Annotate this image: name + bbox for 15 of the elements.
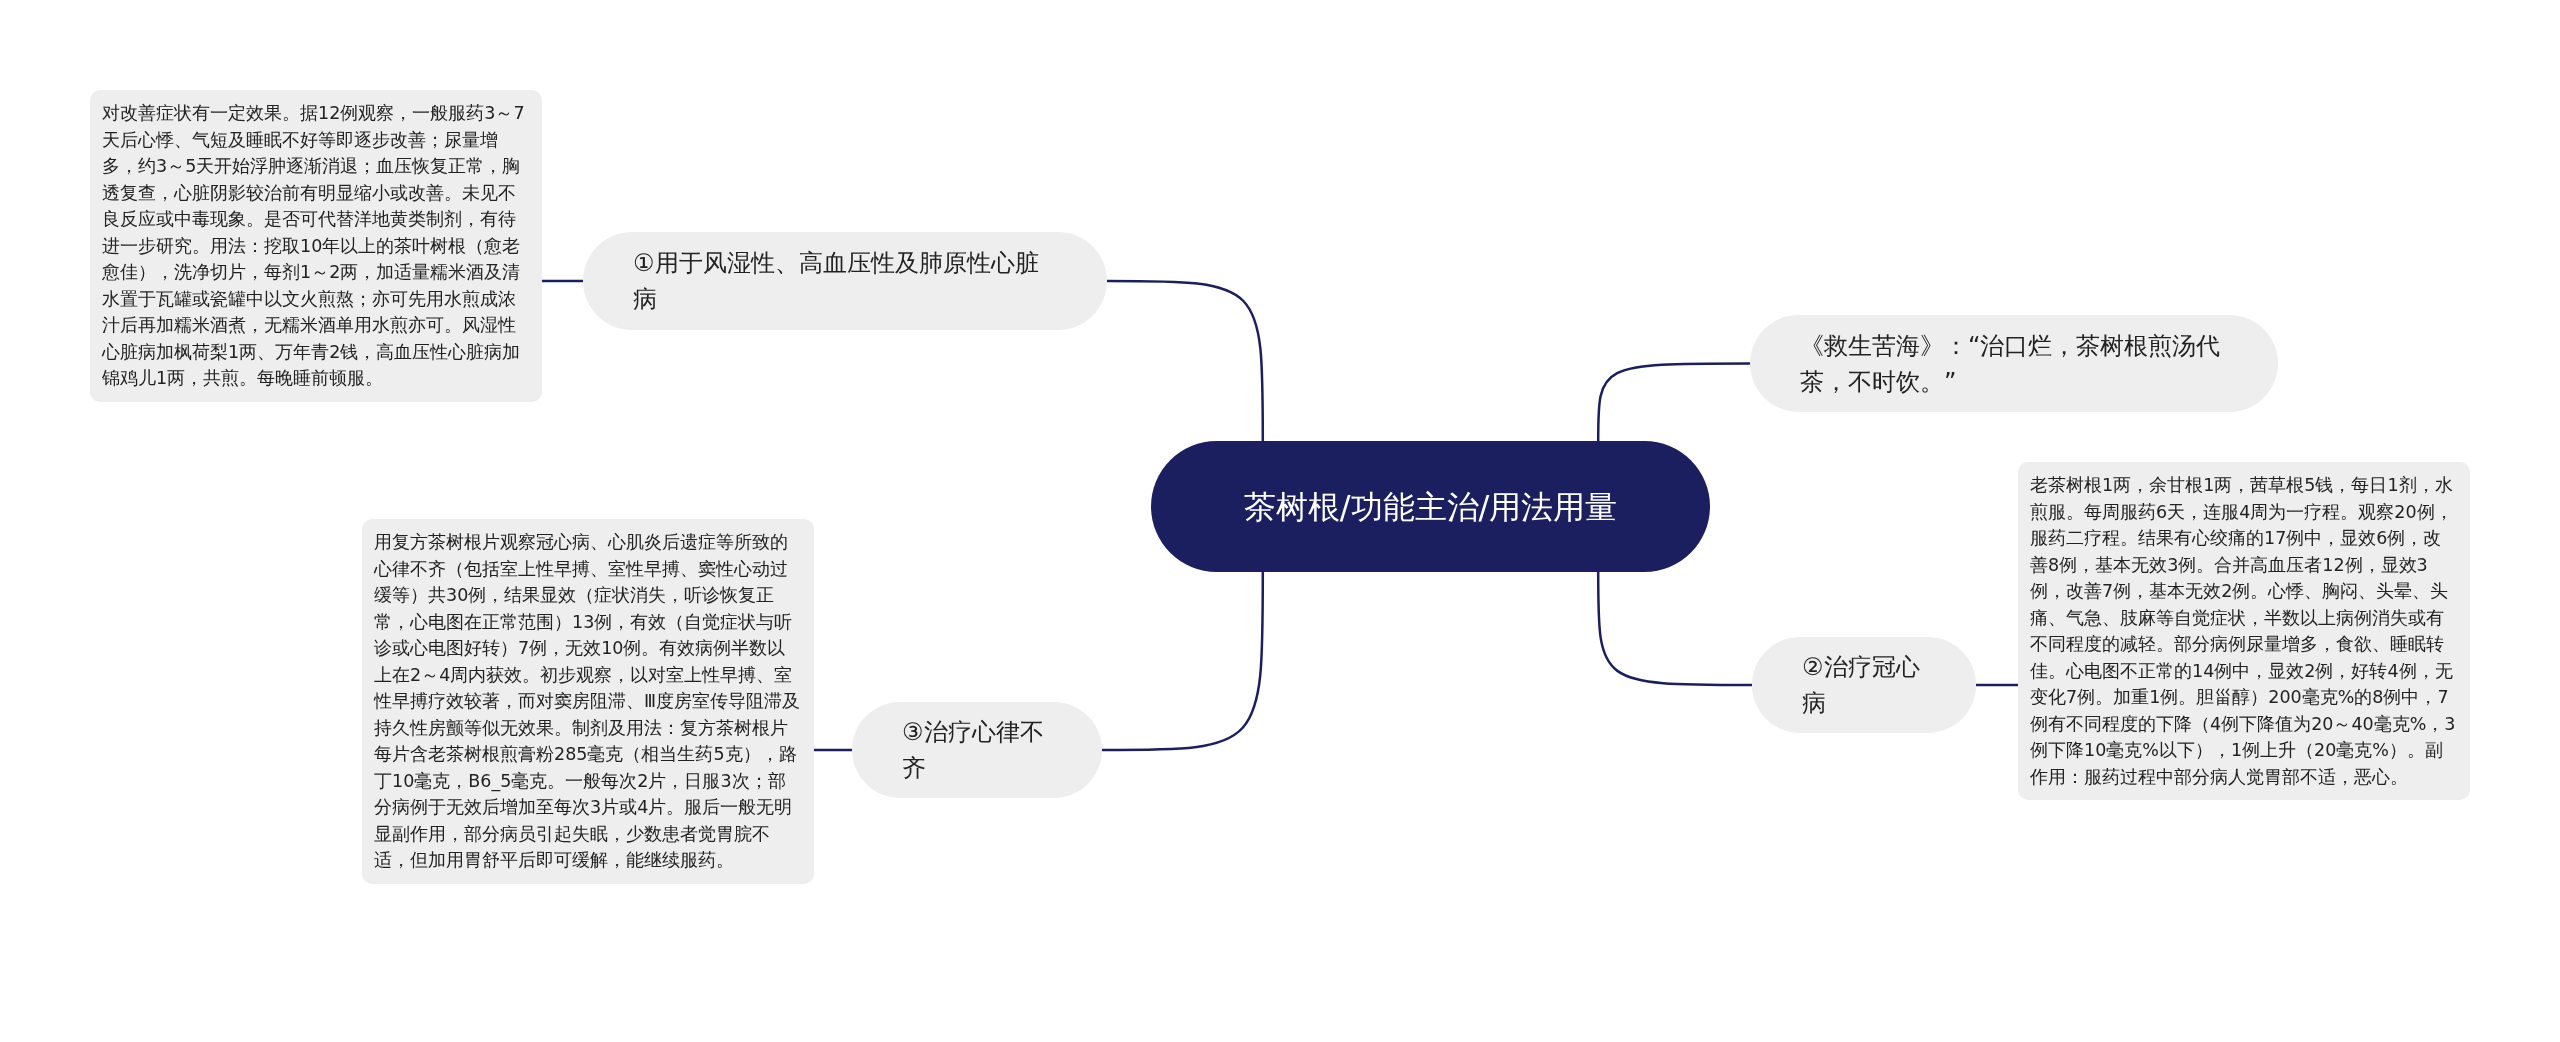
branch-topic: ①用于风湿性、高血压性及肺原性心脏病 xyxy=(583,232,1107,330)
connector-line xyxy=(1596,572,1752,687)
connector-line xyxy=(814,748,852,752)
central-topic: 茶树根/功能主治/用法用量 xyxy=(1151,441,1710,572)
note-card: 对改善症状有一定效果。据12例观察，一般服药3～7天后心悸、气短及睡眠不好等即逐步改善；尿量增多，约3～5天开始浮肿逐渐消退；血压恢复正常，胸透复查，心脏阴影较治前有明显缩小或改善。未见不良反应或中毒现象。是否可代替洋地黄类制剂，有待进一步研究。用法：挖取10年以上的茶叶树根（愈老愈佳），洗净切片，每剂1～2两，加适量糯米酒及清水置于瓦罐或瓷罐中以文火煎熬；亦可先用水煎成浓汁后再加糯米酒煮，无糯米酒单用水煎亦可。风湿性心脏病加枫荷梨1两、万年青2钱，高血压性心脏病加锦鸡儿1两，共煎。每晚睡前顿服。 xyxy=(90,90,542,402)
branch-topic: 《救生苦海》：“治口烂，茶树根煎汤代茶，不时饮。” xyxy=(1750,315,2278,412)
connector-line xyxy=(1107,279,1265,441)
branch-topic: ③治疗心律不齐 xyxy=(852,702,1102,798)
connector-line xyxy=(1976,683,2018,687)
connector-line xyxy=(1596,362,1750,441)
connector-line xyxy=(1102,572,1265,752)
note-card: 用复方茶树根片观察冠心病、心肌炎后遗症等所致的心律不齐（包括室上性早搏、室性早搏、窦性心动过缓等）共30例，结果显效（症状消失，听诊恢复正常，心电图在正常范围）13例，有效（自觉症状与听诊或心电图好转）7例，无效10例。有效病例半数以上在2～4周内获效。初步观察，以对室上性早搏、室性早搏疗效较著，而对窦房阻滞、Ⅲ度房室传导阻滞及持久性房颤等似无效果。制剂及用法：复方茶树根片每片含老茶树根煎膏粉285毫克（相当生药5克），路丁10毫克，B6_5毫克。一般每次2片，日服3次；部分病例于无效后增加至每次3片或4片。服后一般无明显副作用，部分病员引起失眠，少数患者觉胃脘不适，但加用胃舒平后即可缓解，能继续服药。 xyxy=(362,519,814,884)
connector-line xyxy=(542,279,583,283)
branch-topic: ②治疗冠心病 xyxy=(1752,637,1976,733)
note-card: 老茶树根1两，余甘根1两，茜草根5钱，每日1剂，水煎服。每周服药6天，连服4周为一疗程。观察20例，服药二疗程。结果有心绞痛的17例中，显效6例，改善8例，基本无效3例。合并高血压者12例，显效3例，改善7例，基本无效2例。心悸、胸闷、头晕、头痛、气急、肢麻等自觉症状，半数以上病例消失或有不同程度的减轻。部分病例尿量增多，食欲、睡眠转佳。心电图不正常的14例中，显效2例，好转4例，无变化7例。加重1例。胆甾醇）200毫克%的8例中，7例有不同程度的下降（4例下降值为20～40毫克%，3例下降10毫克%以下），1例上升（20毫克%）。副作用：服药过程中部分病人觉胃部不适，恶心。 xyxy=(2018,462,2470,800)
